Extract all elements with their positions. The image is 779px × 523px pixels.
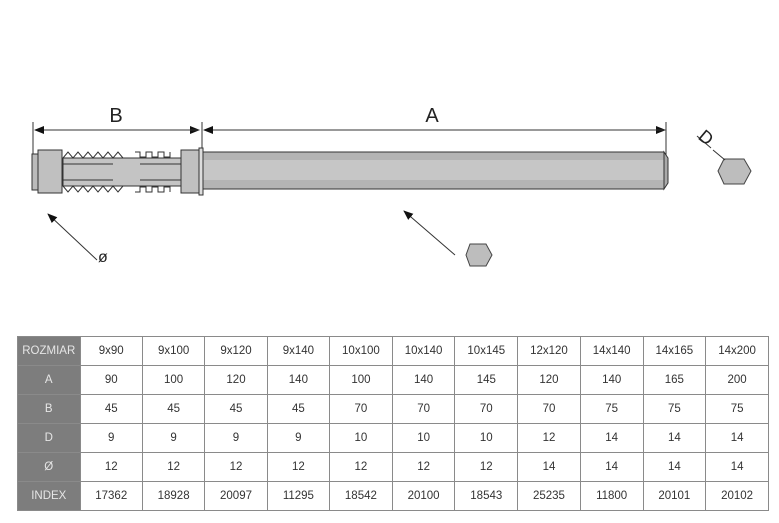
table-cell: 100 [329, 365, 393, 395]
table-cell: 145 [454, 365, 519, 395]
row-header: A [17, 365, 81, 395]
table-cell: 14 [517, 452, 581, 482]
table-cell: 75 [642, 394, 707, 424]
d-callout: D [695, 126, 752, 185]
hex-section-callout [403, 210, 493, 267]
table-cell: 10x140 [391, 336, 456, 366]
table-cell: 120 [517, 365, 581, 395]
table-cell: 100 [141, 365, 206, 395]
table-cell: 12 [454, 452, 519, 482]
table-cell: 9 [204, 423, 268, 453]
table-cell: 25235 [517, 481, 581, 511]
table-cell: 12 [329, 452, 393, 482]
table-cell: 75 [705, 394, 769, 424]
table-cell: 14 [642, 452, 707, 482]
table-cell: 45 [141, 394, 206, 424]
table-cell: 12 [204, 452, 268, 482]
table-cell: 12 [517, 423, 581, 453]
table-cell: 14 [705, 452, 769, 482]
table-cell: 14 [642, 423, 707, 453]
table-cell: 9 [266, 423, 331, 453]
table-cell: 70 [454, 394, 519, 424]
table-cell: 14x200 [705, 336, 769, 366]
table-cell: 9 [141, 423, 206, 453]
table-cell: 90 [79, 365, 143, 395]
table-cell: 10 [391, 423, 456, 453]
table-cell: 14x140 [579, 336, 644, 366]
label-diameter: ø [98, 249, 108, 266]
table-cell: 9x140 [266, 336, 331, 366]
table-cell: 12 [79, 452, 143, 482]
table-cell: 45 [79, 394, 143, 424]
table-cell: 18928 [141, 481, 206, 511]
table-cell: 9x100 [141, 336, 206, 366]
anchor-sleeve [31, 147, 204, 196]
row-header: INDEX [17, 481, 81, 511]
row-header: Ø [17, 452, 81, 482]
table-cell: 20101 [642, 481, 707, 511]
table-cell: 45 [204, 394, 268, 424]
table-cell: 20097 [204, 481, 268, 511]
table-cell: 140 [579, 365, 644, 395]
hex-d-shape [717, 158, 752, 185]
table-cell: 165 [642, 365, 707, 395]
table-cell: 20100 [391, 481, 456, 511]
table-cell: 9x120 [204, 336, 268, 366]
table-cell: 12x120 [517, 336, 581, 366]
table-cell: 10 [454, 423, 519, 453]
label-a: A [425, 105, 439, 127]
table-cell: 10x100 [329, 336, 393, 366]
label-b: B [109, 105, 122, 127]
table-cell: 14x165 [642, 336, 707, 366]
table-cell: 20102 [705, 481, 769, 511]
table-cell: 11295 [266, 481, 331, 511]
table-cell: 17362 [79, 481, 143, 511]
table-cell: 11800 [579, 481, 644, 511]
row-header: D [17, 423, 81, 453]
table-cell: 75 [579, 394, 644, 424]
anchor-drawing: B A ø D [31, 105, 752, 267]
table-cell: 10 [329, 423, 393, 453]
table-cell: 12 [141, 452, 206, 482]
table-cell: 140 [391, 365, 456, 395]
table-cell: 45 [266, 394, 331, 424]
table-cell: 140 [266, 365, 331, 395]
diameter-callout: ø [47, 213, 108, 266]
table-cell: 12 [391, 452, 456, 482]
table-cell: 12 [266, 452, 331, 482]
table-cell: 70 [517, 394, 581, 424]
table-cell: 14 [705, 423, 769, 453]
table-cell: 9x90 [79, 336, 143, 366]
table-cell: 9 [79, 423, 143, 453]
table-cell: 200 [705, 365, 769, 395]
table-cell: 70 [391, 394, 456, 424]
row-header: ROZMIAR [17, 336, 81, 366]
table-cell: 120 [204, 365, 268, 395]
hex-shape [465, 243, 493, 267]
table-cell: 14 [579, 452, 644, 482]
table-cell: 18542 [329, 481, 393, 511]
label-d: D [695, 126, 718, 150]
table-cell: 70 [329, 394, 393, 424]
dimension-b: B [32, 105, 200, 160]
table-cell: 14 [579, 423, 644, 453]
table-cell: 10x145 [454, 336, 519, 366]
row-header: B [17, 394, 81, 424]
table-cell: 18543 [454, 481, 519, 511]
